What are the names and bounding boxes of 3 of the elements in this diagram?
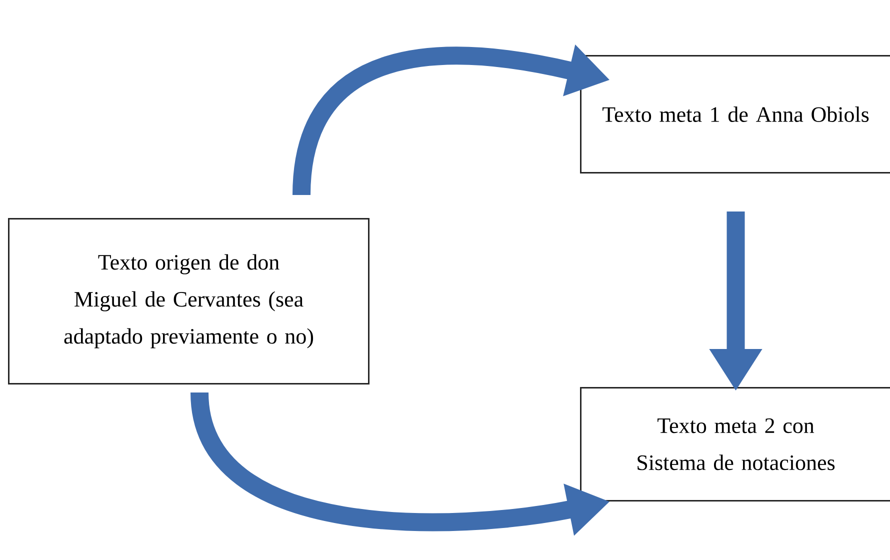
text-box: Texto meta 1 de Anna Obiols [580, 55, 890, 174]
text-box: Texto meta 2 con Sistema de notaciones [580, 387, 890, 502]
text-box: Texto origen de don Miguel de Cervantes (sea adaptado previamente o no) [8, 218, 370, 384]
